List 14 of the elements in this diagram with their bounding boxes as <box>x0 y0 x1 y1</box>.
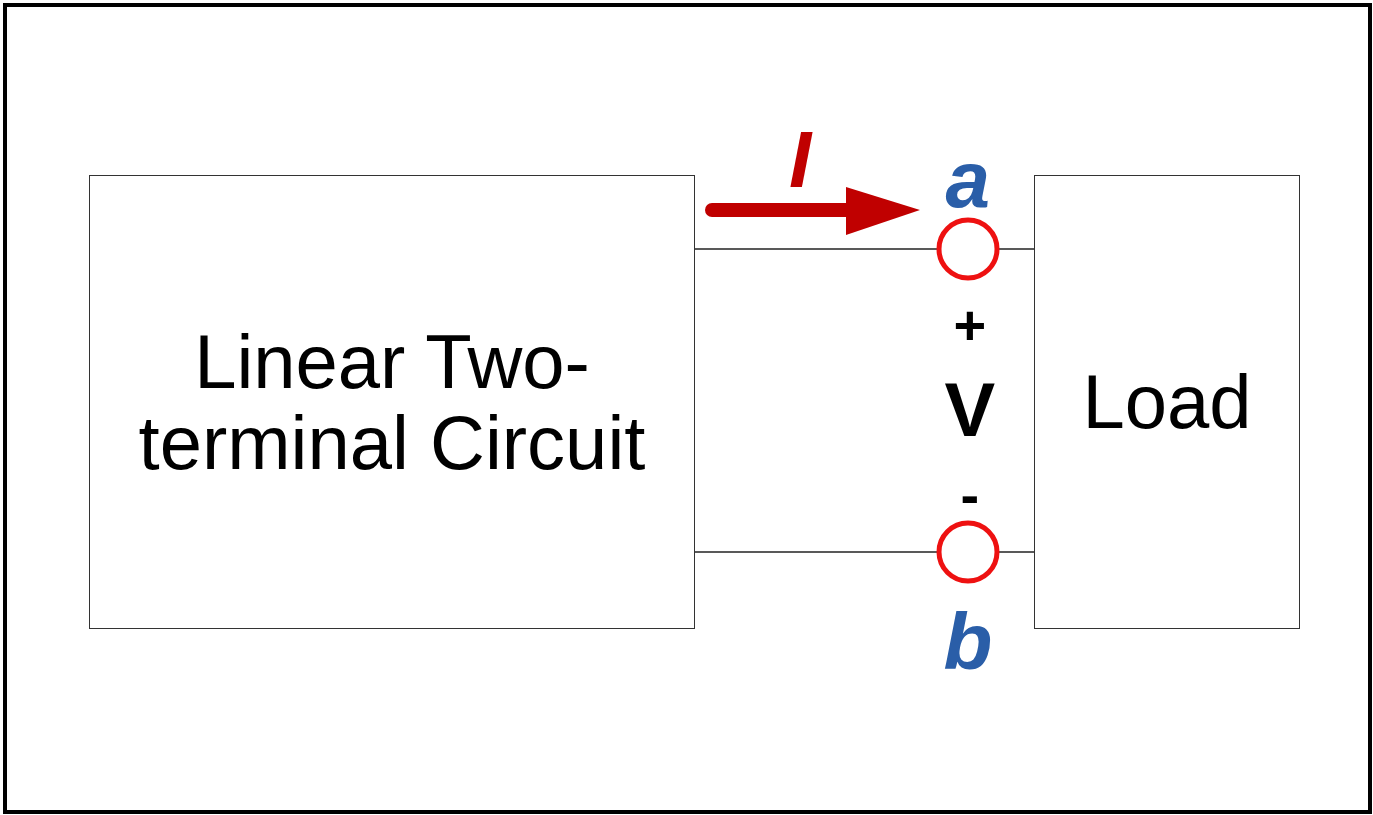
polarity-sign: + <box>953 297 987 353</box>
block-label: Load <box>1082 359 1252 445</box>
polarity-sign: - <box>960 467 980 523</box>
voltage-label: V <box>944 372 996 448</box>
wire <box>996 248 1035 250</box>
terminal-circle <box>936 217 1000 281</box>
terminal-label: a <box>945 140 990 220</box>
terminal-circle <box>936 520 1000 584</box>
current-label: I <box>789 120 812 200</box>
block-label: Linear Two-terminal Circuit <box>138 318 646 485</box>
terminal-label: b <box>943 602 993 682</box>
wire <box>996 551 1035 553</box>
block-box <box>1034 175 1300 629</box>
block-box <box>89 175 695 629</box>
